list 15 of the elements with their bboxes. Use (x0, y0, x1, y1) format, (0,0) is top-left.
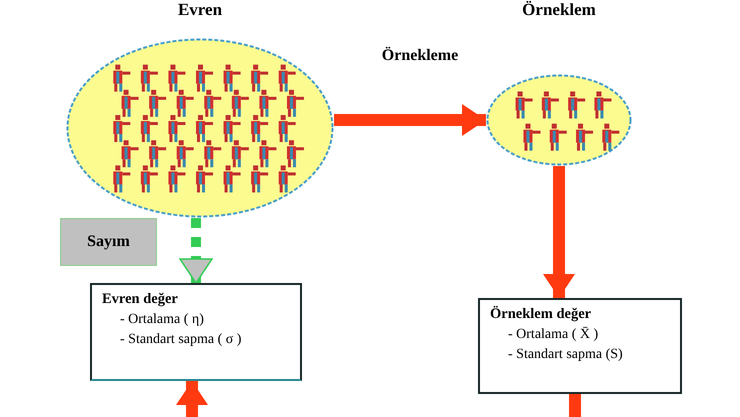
list-item: - Ortalama ( X̄ ) (508, 327, 600, 343)
arrow (334, 104, 486, 136)
value-box (478, 298, 682, 394)
value-box (90, 283, 302, 381)
list-item: - Ortalama ( η) (120, 312, 205, 328)
ellipse-title: Örneklem (521, 0, 597, 20)
dashed-arrow (179, 218, 213, 284)
list-item: - Standart sapma (S) (508, 347, 624, 363)
box-heading: Örneklem değer (490, 306, 592, 323)
box-heading: Evren değer (102, 291, 179, 308)
method-box: Sayım (60, 218, 157, 266)
ellipse-title: Evren (176, 0, 224, 20)
arrow (543, 166, 575, 298)
list-item: - Standart sapma ( σ ) (120, 332, 242, 348)
arrow (176, 381, 208, 417)
